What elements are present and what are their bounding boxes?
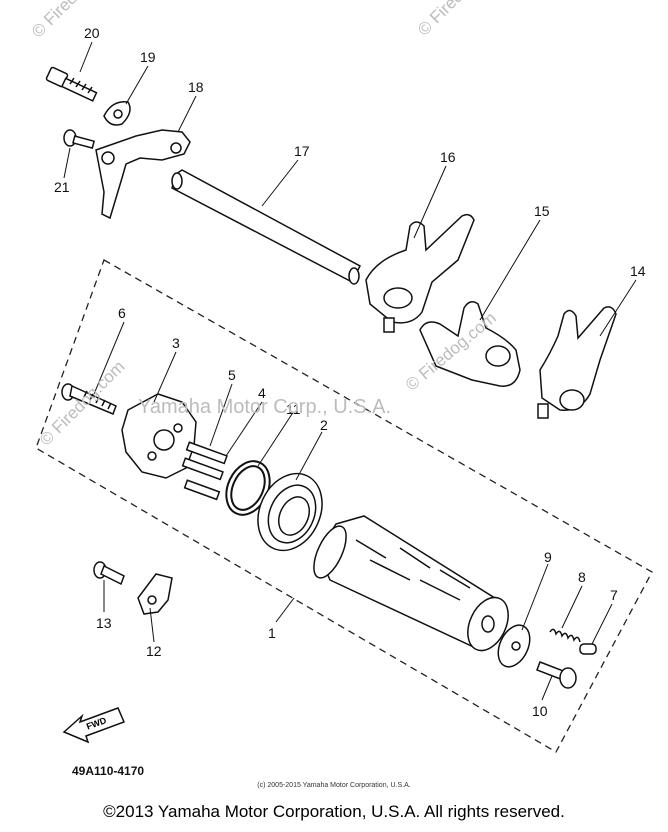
assembly-boundary — [35, 259, 653, 753]
part-3-segment — [121, 393, 197, 479]
label-part-4: 4 — [258, 385, 266, 401]
part-8-spring — [549, 628, 581, 643]
part-13-screw — [93, 561, 125, 586]
diagram-code: 49A110-4170 — [72, 764, 145, 778]
label-part-7: 7 — [610, 587, 618, 603]
fwd-arrow-icon — [62, 707, 126, 744]
label-part-2: 2 — [320, 417, 328, 433]
label-part-1: 1 — [268, 625, 276, 641]
part-19-washer — [103, 101, 131, 126]
footer-copyright: ©2013 Yamaha Motor Corporation, U.S.A. A… — [103, 802, 565, 821]
label-part-13: 13 — [96, 615, 112, 631]
leader-lines — [63, 41, 637, 701]
label-part-21: 21 — [54, 179, 70, 195]
part-5-pins — [181, 441, 228, 501]
label-part-19: 19 — [140, 49, 156, 65]
part-6-bolt — [61, 383, 117, 415]
part-14-shift-fork — [537, 306, 617, 419]
small-copyright: (c) 2005-2015 Yamaha Motor Corporation, … — [257, 782, 411, 789]
part-15-shift-fork — [419, 301, 521, 387]
part-2-bearing — [257, 472, 323, 552]
label-part-20: 20 — [84, 25, 100, 41]
part-18-bracket — [95, 129, 191, 220]
label-part-6: 6 — [118, 305, 126, 321]
label-part-8: 8 — [578, 569, 586, 585]
part-16-shift-fork — [365, 213, 475, 333]
label-part-16: 16 — [440, 149, 456, 165]
part-21-screw — [63, 129, 96, 149]
label-part-10: 10 — [532, 703, 548, 719]
label-part-5: 5 — [228, 367, 236, 383]
label-part-17: 17 — [294, 143, 310, 159]
part-1-shift-drum — [313, 515, 509, 652]
part-12-plate — [137, 573, 173, 615]
part-labels: 20 19 18 21 17 16 15 14 6 3 5 4 11 2 1 9… — [54, 25, 646, 732]
label-part-3: 3 — [172, 335, 180, 351]
part-20-bolt — [45, 66, 98, 102]
part-10-bolt — [536, 661, 577, 689]
label-part-11: 11 — [286, 401, 301, 417]
part-17-shaft — [171, 169, 361, 285]
label-part-12: 12 — [146, 643, 162, 659]
label-part-14: 14 — [630, 263, 646, 279]
part-7-pin — [579, 643, 597, 655]
label-part-18: 18 — [188, 79, 204, 95]
watermark-center: Yamaha Motor Corp., U.S.A. — [138, 396, 392, 418]
label-part-9: 9 — [544, 549, 552, 565]
label-part-15: 15 — [534, 203, 550, 219]
